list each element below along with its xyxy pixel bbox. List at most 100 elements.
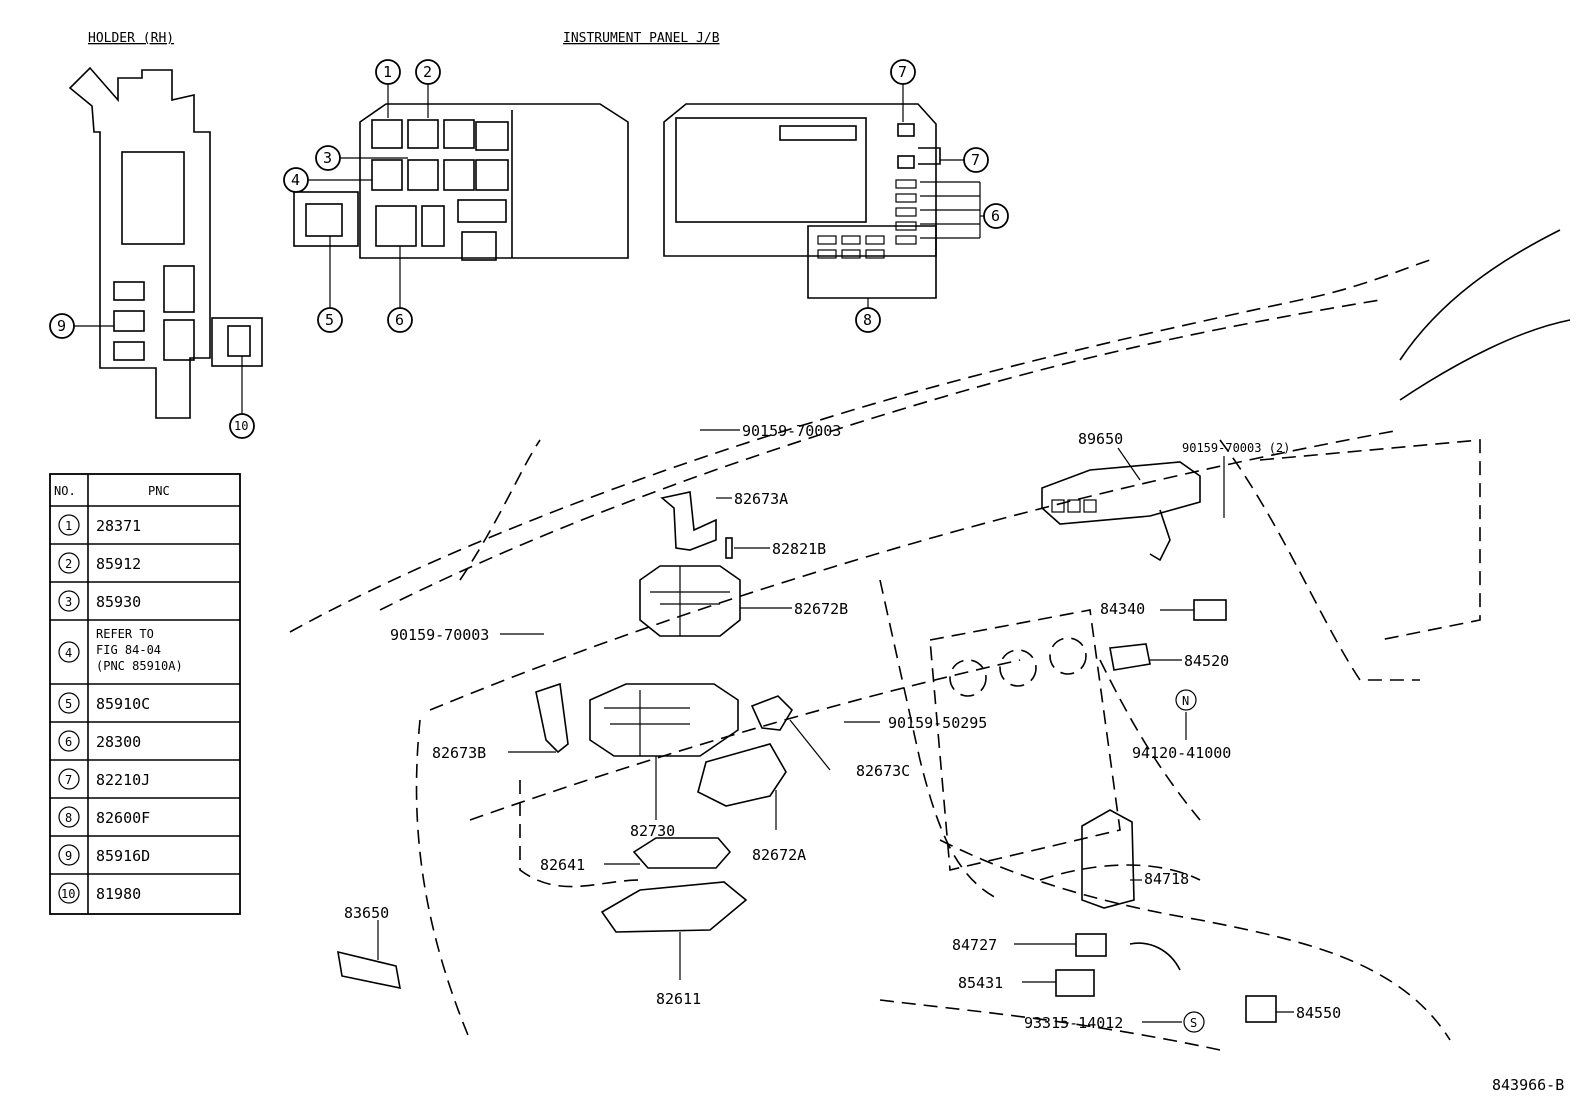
svg-text:2: 2 — [65, 557, 72, 571]
svg-text:7: 7 — [898, 63, 907, 81]
svg-text:6: 6 — [65, 735, 72, 749]
svg-text:S: S — [1190, 1016, 1197, 1030]
s-symbol: S — [1183, 1011, 1205, 1033]
n-symbol: N — [1175, 689, 1197, 711]
callout-3: 3 — [315, 145, 408, 171]
label-90159-50295: 90159-50295 — [888, 714, 987, 732]
part-labels: 90159-70003 82673A 82821B 82672B 90159-7… — [344, 422, 1341, 1033]
callout-6: 6 — [387, 246, 413, 333]
pin-82821B — [725, 537, 733, 559]
relay-block-82672B — [639, 565, 741, 637]
svg-text:4: 4 — [65, 646, 72, 660]
svg-text:(PNC 85910A): (PNC 85910A) — [96, 659, 183, 673]
label-93315-14012: 93315-14012 — [1024, 1014, 1123, 1032]
cover-82641 — [632, 837, 732, 869]
svg-text:4: 4 — [291, 171, 300, 189]
label-82821B: 82821B — [772, 540, 826, 558]
callout-2: 2 — [415, 59, 441, 118]
label-94120-41000: 94120-41000 — [1132, 744, 1231, 762]
svg-text:9: 9 — [57, 317, 66, 335]
holder-rh-illustration — [68, 66, 263, 419]
bracket-82673B — [535, 682, 569, 754]
table-row: 9 85916D — [58, 844, 150, 866]
junction-block-front — [293, 103, 629, 261]
junction-block-rear — [663, 103, 981, 299]
bracket-82673C — [750, 695, 794, 731]
svg-text:82210J: 82210J — [96, 771, 150, 789]
svg-text:10: 10 — [61, 887, 75, 901]
table-row: 5 85910C — [58, 692, 150, 714]
label-82641: 82641 — [540, 856, 585, 874]
label-83650: 83650 — [344, 904, 389, 922]
junction-block-header: INSTRUMENT PANEL J/B — [563, 31, 720, 46]
label-84718: 84718 — [1144, 870, 1189, 888]
table-row: 10 81980 — [58, 882, 141, 904]
svg-text:7: 7 — [971, 151, 980, 169]
callout-6b: 6 — [980, 203, 1009, 229]
pnc-table: NO. PNC 1 28371 2 85912 3 85930 4 REFER … — [49, 473, 241, 915]
label-84727: 84727 — [952, 936, 997, 954]
bracket-82673A — [660, 491, 717, 551]
label-90159-70003-top: 90159-70003 — [742, 422, 841, 440]
svg-text:3: 3 — [65, 595, 72, 609]
table-row: 3 85930 — [58, 590, 141, 612]
svg-text:2: 2 — [423, 63, 432, 81]
svg-text:28371: 28371 — [96, 517, 141, 535]
svg-text:8: 8 — [65, 811, 72, 825]
table-header-pnc: PNC — [148, 484, 170, 498]
label-84550: 84550 — [1296, 1004, 1341, 1022]
cover-82672A — [697, 743, 787, 807]
callout-7b: 7 — [940, 147, 989, 173]
svg-text:6: 6 — [991, 207, 1000, 225]
dashboard-outline — [289, 229, 1571, 1051]
svg-text:FIG 84-04: FIG 84-04 — [96, 643, 161, 657]
switch-84340 — [1193, 599, 1227, 621]
label-85431: 85431 — [958, 974, 1003, 992]
label-82730: 82730 — [630, 822, 675, 840]
svg-text:N: N — [1182, 694, 1189, 708]
label-82611: 82611 — [656, 990, 701, 1008]
switch-85431 — [1055, 969, 1095, 997]
label-84520: 84520 — [1184, 652, 1229, 670]
table-row: 7 82210J — [58, 768, 150, 790]
cylinder-83650 — [337, 950, 401, 990]
label-89650: 89650 — [1078, 430, 1123, 448]
svg-text:81980: 81980 — [96, 885, 141, 903]
callout-5: 5 — [317, 236, 343, 333]
holder-header: HOLDER (RH) — [88, 31, 174, 46]
junction-block-82730 — [589, 683, 739, 757]
label-82672A: 82672A — [752, 846, 806, 864]
label-82673A: 82673A — [734, 490, 788, 508]
table-row: 4 REFER TO FIG 84-04 (PNC 85910A) — [58, 627, 183, 673]
label-84340: 84340 — [1100, 600, 1145, 618]
callout-7a: 7 — [890, 59, 916, 122]
callout-4: 4 — [283, 167, 372, 193]
svg-text:1: 1 — [383, 63, 392, 81]
figure-id: 843966-B — [1492, 1076, 1564, 1094]
svg-text:7: 7 — [65, 773, 72, 787]
svg-text:28300: 28300 — [96, 733, 141, 751]
svg-text:3: 3 — [323, 149, 332, 167]
svg-text:8: 8 — [863, 311, 872, 329]
connector-harness — [1129, 942, 1181, 971]
svg-text:6: 6 — [395, 311, 404, 329]
label-90159-70003-2: 90159-70003 (2) — [1182, 441, 1290, 455]
svg-text:REFER TO: REFER TO — [96, 627, 154, 641]
leader-lines — [377, 429, 1294, 1023]
callout-1: 1 — [375, 59, 401, 118]
svg-text:85916D: 85916D — [96, 847, 150, 865]
label-82673B: 82673B — [432, 744, 486, 762]
shift-lever-84718 — [1081, 809, 1135, 909]
svg-text:5: 5 — [65, 697, 72, 711]
svg-text:1: 1 — [65, 519, 72, 533]
svg-text:10: 10 — [234, 419, 248, 433]
switch-84727 — [1075, 933, 1107, 957]
cylinder-84520 — [1109, 643, 1151, 671]
svg-text:85930: 85930 — [96, 593, 141, 611]
svg-text:82600F: 82600F — [96, 809, 150, 827]
table-header-no: NO. — [54, 484, 76, 498]
svg-text:85910C: 85910C — [96, 695, 150, 713]
table-row: 1 28371 — [58, 514, 141, 536]
tray-82611 — [600, 881, 748, 933]
svg-text:85912: 85912 — [96, 555, 141, 573]
